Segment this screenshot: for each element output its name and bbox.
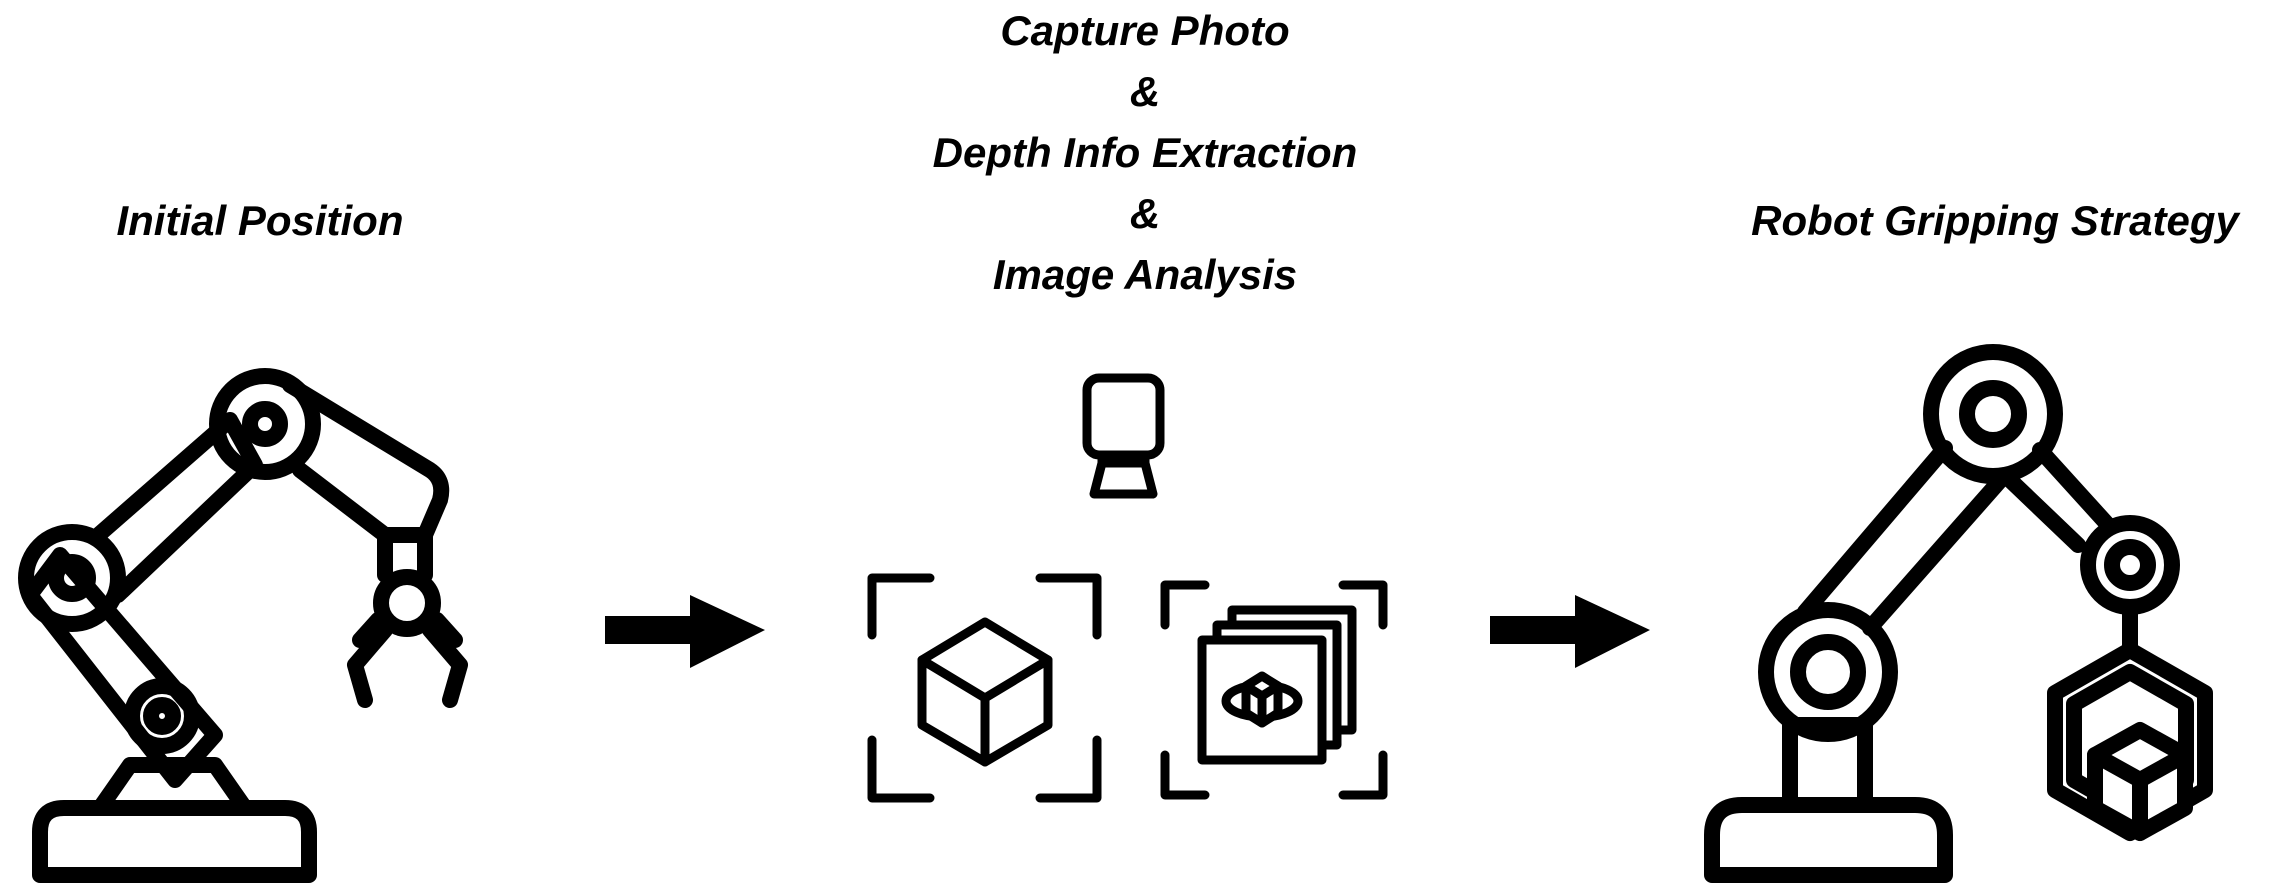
capture-line-1: Capture Photo <box>1000 7 1290 54</box>
arrow-right-icon <box>605 595 765 668</box>
capture-line-4: & <box>1129 190 1161 237</box>
arrow-right-icon <box>1490 595 1650 668</box>
camera-icon <box>1082 373 1165 499</box>
step-label-initial-position: Initial Position <box>116 197 404 244</box>
cube-scan-icon <box>867 573 1102 803</box>
robot-arm-icon <box>18 368 468 883</box>
step-label-robot-gripping-strategy: Robot Gripping Strategy <box>1751 197 2239 244</box>
capture-line-2: & <box>1129 68 1161 115</box>
robot-arm-gripping-cube-icon <box>1704 344 2213 883</box>
capture-line-3: Depth Info Extraction <box>932 129 1358 176</box>
image-layers-scan-icon <box>1160 580 1388 800</box>
step-label-capture-analysis: Capture Photo & Depth Info Extraction & … <box>845 0 1445 305</box>
capture-line-5: Image Analysis <box>992 251 1298 298</box>
